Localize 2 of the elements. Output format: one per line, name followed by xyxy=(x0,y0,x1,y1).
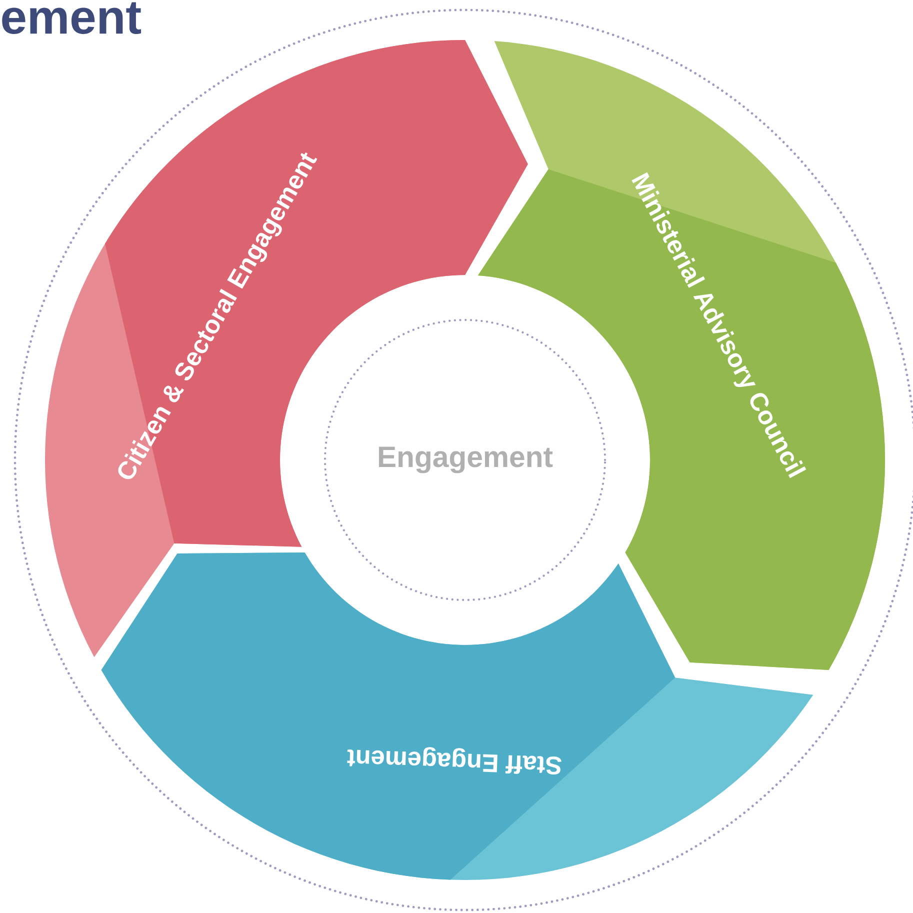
arrow-segment: Staff Engagement xyxy=(101,552,814,880)
title: ement xyxy=(2,2,142,34)
